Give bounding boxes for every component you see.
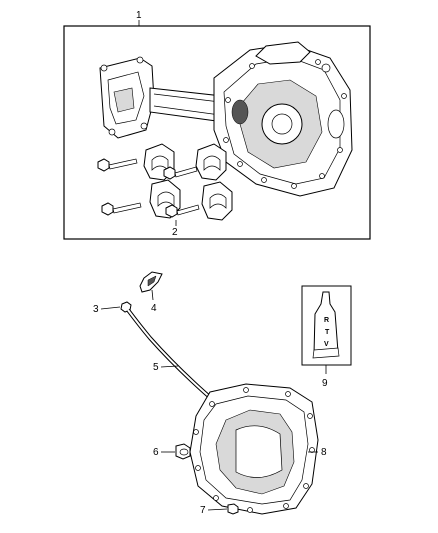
callout-4-group: 4 [151, 289, 157, 314]
callout-8: 8 [321, 447, 327, 458]
bearing-cap-icon [195, 143, 233, 221]
bolt-icon [97, 158, 138, 172]
callout-7: 7 [200, 505, 206, 516]
rtv-sealant-frame [301, 285, 352, 366]
callout-7-group: 7 [200, 505, 228, 516]
callout-6-group: 6 [153, 447, 175, 458]
callout-5: 5 [153, 362, 159, 373]
bolt-icon [165, 204, 200, 218]
axle-housing-icon [99, 41, 353, 197]
callout-1-group: 1 [136, 10, 142, 26]
rtv-letter-r: R [324, 317, 329, 324]
callout-5-group: 5 [153, 362, 179, 373]
callout-1: 1 [136, 10, 142, 21]
axle-assembly-frame [63, 25, 371, 240]
differential-cover-icon [189, 383, 319, 515]
callout-2: 2 [172, 227, 178, 238]
rtv-letter-t: T [325, 329, 330, 336]
callout-3: 3 [93, 304, 99, 315]
bolt-icon [163, 166, 198, 180]
callout-4: 4 [151, 303, 157, 314]
rtv-letter-v: V [324, 341, 329, 348]
clip-icon [139, 271, 163, 293]
fill-plug-icon [175, 443, 191, 460]
callout-9-group: 9 [322, 365, 328, 389]
callout-8-group: 8 [308, 447, 327, 458]
callout-2-group: 2 [172, 220, 178, 238]
callout-6: 6 [153, 447, 159, 458]
rtv-sealant-tube-icon: R T V [312, 291, 340, 359]
drain-plug-icon [227, 503, 239, 515]
callout-3-group: 3 [93, 304, 121, 315]
callout-9: 9 [322, 378, 328, 389]
bolt-icon [101, 202, 142, 216]
